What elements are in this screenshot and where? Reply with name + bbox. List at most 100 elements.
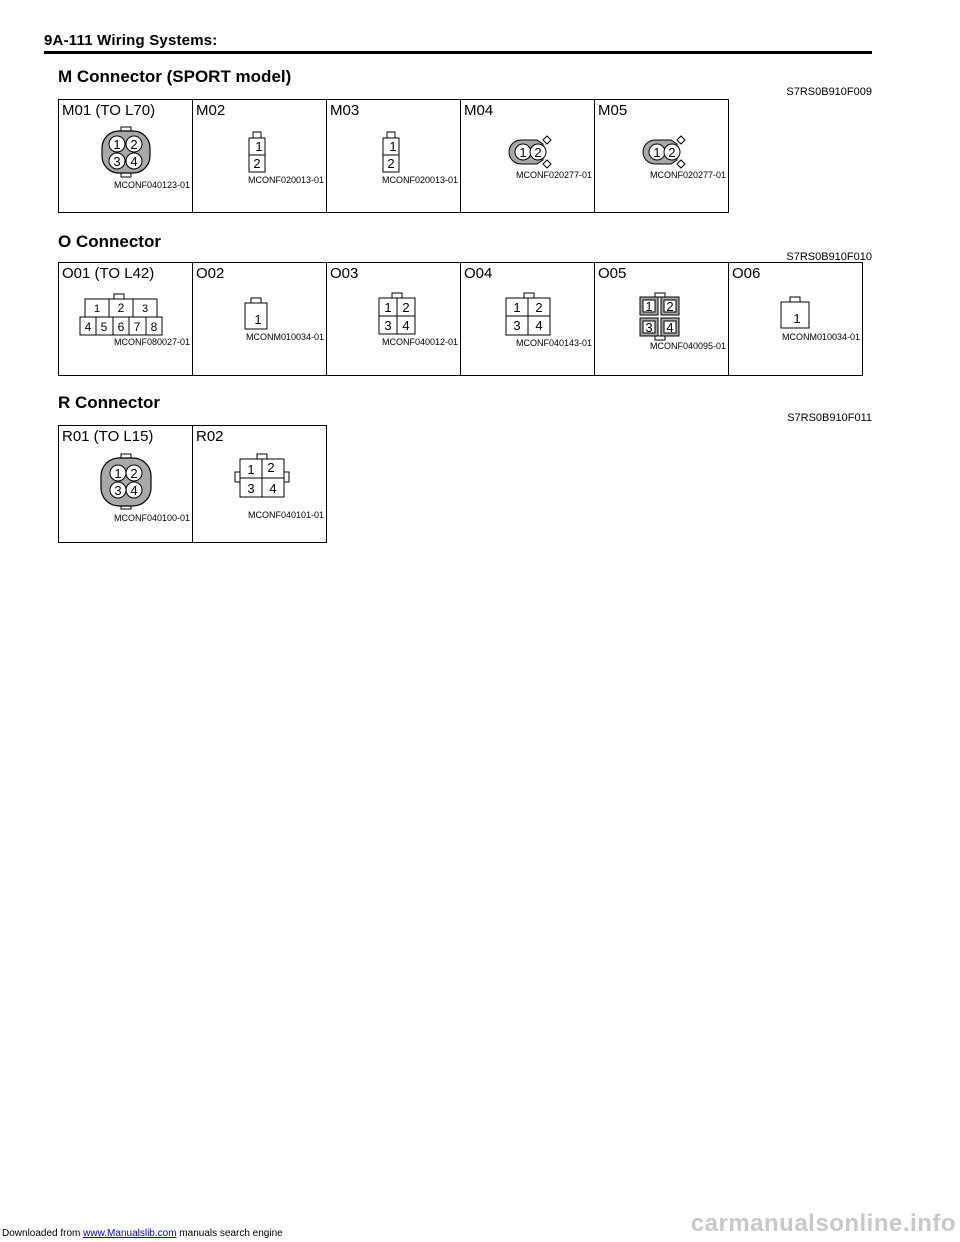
part-number: MCONF040101-01 [247, 510, 324, 520]
pin-label: 1 [384, 300, 391, 315]
pin-label: 2 [130, 137, 137, 152]
connector-cell-m05: M05 1 2 MCONF020277-01 [594, 99, 729, 213]
connector-cell-r02: R02 1 2 3 4 MCONF040101-01 [192, 425, 327, 543]
connector-cell-o01: O01 (TO L42) 1 2 3 4 5 6 7 8 MCONF080027… [58, 262, 193, 376]
pin-label: 1 [519, 145, 526, 160]
connector-label: M01 (TO L70) [62, 102, 156, 119]
connector-cell-o06: O06 1 MCONM010034-01 [728, 262, 863, 376]
m-connector-title: M Connector (SPORT model) [58, 67, 292, 86]
r-connector-title: R Connector [58, 393, 160, 412]
m-connector-code: S7RS0B910F009 [786, 86, 872, 98]
connector-cell-o04: O04 1 2 3 4 MCONF040143-01 [460, 262, 595, 376]
pin-label: 2 [535, 300, 542, 315]
connector-r01-diagram: 1 2 3 4 [100, 453, 152, 510]
pin-3 [108, 152, 126, 170]
connector-cell-r01: R01 (TO L15) 1 2 3 4 MCONF040100-01 [58, 425, 193, 543]
o-connector-table: O01 (TO L42) 1 2 3 4 5 6 7 8 MCONF080027… [58, 262, 863, 376]
footer-suffix: manuals search engine [176, 1228, 283, 1239]
r-connector-table: R01 (TO L15) 1 2 3 4 MCONF040100-01 R02 … [58, 425, 327, 543]
connector-label: R02 [196, 428, 224, 445]
part-number: MCONM010034-01 [781, 332, 860, 342]
pin-label: 1 [645, 299, 652, 314]
part-number: MCONF040012-01 [381, 337, 458, 347]
footer-prefix: Downloaded from [2, 1228, 84, 1239]
pin-label: 3 [142, 303, 148, 315]
pin-4 [125, 152, 143, 170]
part-number: MCONF020277-01 [649, 170, 726, 180]
connector-label: O03 [330, 265, 359, 282]
pin-label: 2 [267, 460, 274, 475]
part-number: MCONF040143-01 [515, 338, 592, 348]
part-number: MCONF040100-01 [113, 513, 190, 523]
pin-label: 1 [513, 300, 520, 315]
pin-label: 4 [85, 320, 92, 334]
pin-label: 4 [130, 154, 137, 169]
manualslib-link[interactable]: www.Manualslib.com [83, 1228, 177, 1239]
pin-label: 4 [402, 318, 409, 333]
pin-label: 5 [101, 320, 108, 334]
pin-label: 1 [247, 462, 254, 477]
pin-label: 3 [645, 320, 652, 335]
connector-m05-diagram: 1 2 [642, 135, 686, 169]
m-connector-table: M01 (TO L70) 1 2 3 4 MCONF040123-01 M02 … [58, 99, 729, 213]
o-connector-code: S7RS0B910F010 [786, 251, 872, 263]
connector-label: R01 (TO L15) [62, 428, 154, 445]
pin-label: 2 [253, 156, 260, 171]
part-number: MCONF020013-01 [247, 175, 324, 185]
connector-o03-diagram: 1 2 3 4 [378, 292, 416, 335]
watermark-text: carmanualsonline.info [690, 1210, 956, 1237]
pin-label: 1 [94, 303, 100, 315]
connector-o04-diagram: 1 2 3 4 [505, 292, 551, 336]
pin-label: 1 [793, 311, 800, 326]
pin-label: 3 [513, 318, 520, 333]
connector-m04-diagram: 1 2 [508, 135, 552, 169]
part-number: MCONF040095-01 [649, 341, 726, 351]
pin-2 [663, 143, 681, 161]
connector-o02-diagram: 1 [244, 297, 268, 330]
r-connector-code: S7RS0B910F011 [787, 412, 872, 424]
pin-label: 1 [113, 137, 120, 152]
pin-label: 7 [134, 320, 141, 334]
pin-2 [125, 464, 143, 482]
pin-label: 2 [402, 300, 409, 315]
connector-label: O05 [598, 265, 627, 282]
connector-cell-o03: O03 1 2 3 4 MCONF040012-01 [326, 262, 461, 376]
part-number: MCONF040123-01 [113, 180, 190, 190]
part-number: MCONF020277-01 [515, 170, 592, 180]
connector-cell-o05: O05 1 2 3 4 MCONF040095-01 [594, 262, 729, 376]
connector-r02-diagram: 1 2 3 4 [234, 453, 290, 498]
connector-m01-diagram: 1 2 3 4 [101, 126, 151, 178]
page-header-title: 9A-111 Wiring Systems: [44, 32, 218, 49]
connector-label: O06 [732, 265, 761, 282]
pin-label: 4 [535, 318, 542, 333]
connector-label: O01 (TO L42) [62, 265, 155, 282]
connector-cell-m02: M02 1 2 MCONF020013-01 [192, 99, 327, 213]
connector-label: O02 [196, 265, 225, 282]
connector-m03-diagram: 1 2 [382, 131, 400, 173]
connector-o01-diagram: 1 2 3 4 5 6 7 8 [79, 293, 163, 336]
o-connector-title: O Connector [58, 232, 161, 251]
pin-label: 3 [384, 318, 391, 333]
connector-label: M04 [464, 102, 494, 119]
part-number: MCONF020013-01 [381, 175, 458, 185]
part-number: MCONF080027-01 [113, 337, 190, 347]
pin-label: 8 [151, 320, 158, 334]
pin-label: 3 [113, 154, 120, 169]
pin-label: 1 [255, 139, 262, 154]
pin-label: 1 [389, 139, 396, 154]
pin-label: 2 [534, 145, 541, 160]
connector-m02-diagram: 1 2 [248, 131, 266, 173]
connector-label: O04 [464, 265, 493, 282]
pin-label: 4 [130, 483, 137, 498]
part-number: MCONM010034-01 [245, 332, 324, 342]
connector-label: M03 [330, 102, 360, 119]
connector-o05-diagram: 1 2 3 4 [639, 292, 680, 341]
connector-cell-m04: M04 1 2 MCONF020277-01 [460, 99, 595, 213]
pin-label: 4 [269, 481, 276, 496]
pin-label: 6 [118, 320, 125, 334]
pin-4 [125, 481, 143, 499]
pin-2 [125, 135, 143, 153]
pin-label: 3 [247, 481, 254, 496]
connector-label: M02 [196, 102, 226, 119]
pin-label: 2 [666, 299, 673, 314]
